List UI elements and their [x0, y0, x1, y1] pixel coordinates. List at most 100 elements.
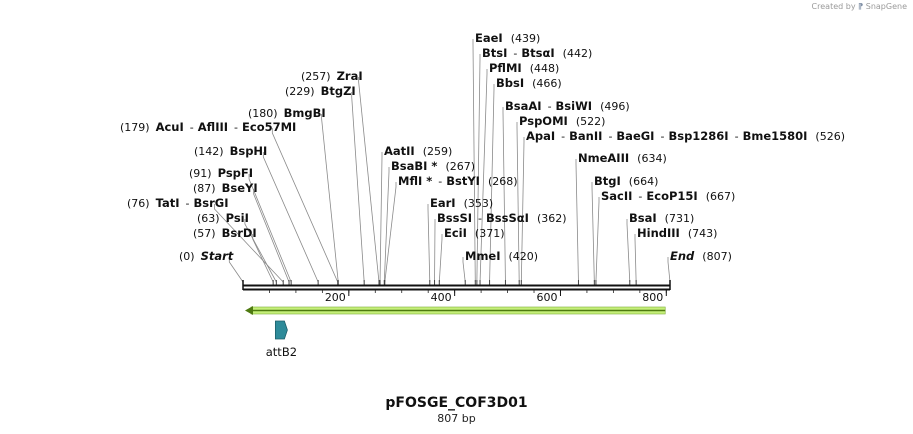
tick-label: 400 [431, 291, 452, 304]
site-position: - [513, 47, 517, 60]
leader-line-2 [244, 219, 277, 283]
leader-line-20 [479, 69, 488, 283]
site-position: (420) [509, 250, 539, 263]
site-position: (87) [193, 182, 216, 195]
enzyme-name: EcoP15I [646, 189, 697, 203]
enzyme-name: PflMI [489, 61, 522, 75]
enzyme-name: MmeI [465, 249, 501, 263]
site-label-30: End(807) [670, 249, 732, 263]
leader-lines [214, 39, 671, 285]
leader-line-26 [591, 182, 595, 283]
site-label-6: (142) BspHI [194, 144, 267, 158]
site-position: (466) [532, 77, 562, 90]
site-label-10: (257) ZraI [301, 69, 363, 83]
enzyme-name: BanII [569, 129, 602, 143]
site-position: (63) [197, 212, 220, 225]
site-label-12: BsaBI *(267) [391, 159, 475, 173]
site-label-9: (229) BtgZI [285, 84, 356, 98]
site-position: (268) [488, 175, 518, 188]
site-position: (353) [464, 197, 494, 210]
site-position: (257) [301, 70, 331, 83]
leader-line-19 [476, 54, 481, 283]
enzyme-name: BssSαI [486, 211, 529, 225]
site-label-16: EciI (371) [444, 226, 505, 240]
enzyme-name: BtgZI [321, 84, 356, 98]
site-position: (142) [194, 145, 224, 158]
feature-label: attB2 [266, 345, 297, 359]
enzyme-name: BtgI [594, 174, 621, 188]
site-position: (634) [637, 152, 667, 165]
site-label-19: BtsI-BtsαI(442) [482, 46, 592, 60]
enzyme-name: PspOMI [519, 114, 568, 128]
sequence-backbone [242, 280, 671, 291]
leader-line-23 [516, 122, 520, 283]
enzyme-name: Bme1580I [743, 129, 808, 143]
enzyme-name: BsaBI * [391, 159, 437, 173]
site-label-13: MflI *-BstYI(268) [398, 174, 518, 188]
site-position: - [548, 100, 552, 113]
site-label-24: ApaI-BanII-BaeGI-Bsp1286I-Bme1580I(526) [526, 129, 845, 143]
feature-arrow-icon [274, 320, 288, 340]
site-position: (439) [511, 32, 541, 45]
site-labels: (0)Start(57)BsrDI(63)PsiI(76)TatI-BsrGI(… [120, 31, 845, 263]
enzyme-name: MflI * [398, 174, 432, 188]
site-label-21: BbsI(466) [496, 76, 562, 90]
site-position: - [190, 121, 194, 134]
site-position: (259) [423, 145, 453, 158]
leader-line-10 [358, 77, 380, 283]
site-label-8: (180)BmgBI [248, 106, 326, 120]
orf-track [245, 306, 666, 315]
enzyme-name: BseYI [222, 181, 258, 195]
leader-line-7 [271, 128, 339, 283]
site-position: - [478, 212, 482, 225]
site-position: (442) [563, 47, 593, 60]
leader-line-21 [489, 84, 495, 283]
leader-line-28 [626, 219, 631, 283]
site-label-29: HindIII(743) [637, 226, 717, 240]
leader-line-30 [667, 257, 671, 283]
tick-label: 600 [536, 291, 557, 304]
site-label-26: BtgI (664) [594, 174, 658, 188]
enzyme-name: BmgBI [284, 106, 326, 120]
site-position: (664) [629, 175, 659, 188]
leader-line-11 [379, 152, 383, 283]
leader-line-24 [520, 137, 525, 283]
enzyme-name: AflIII [198, 120, 228, 134]
leader-line-8 [321, 114, 339, 283]
leader-line-5 [248, 174, 292, 283]
leader-line-22 [502, 107, 506, 283]
enzyme-name: BtsαI [521, 46, 554, 60]
site-position: (57) [193, 227, 216, 240]
site-label-28: BsaI(731) [629, 211, 694, 225]
site-position: - [561, 130, 565, 143]
enzyme-name: Bsp1286I [668, 129, 728, 143]
site-label-18: EaeI(439) [475, 31, 540, 45]
site-position: - [735, 130, 739, 143]
site-label-1: (57)BsrDI [193, 226, 257, 240]
enzyme-name: ZraI [337, 69, 363, 83]
site-position: - [438, 175, 442, 188]
enzyme-name: AcuI [156, 120, 184, 134]
leader-line-13 [384, 182, 397, 283]
site-position: - [608, 130, 612, 143]
site-label-22: BsaAI-BsiWI(496) [505, 99, 630, 113]
site-position: (371) [475, 227, 505, 240]
enzyme-name: BsaI [629, 211, 657, 225]
site-position: (179) [120, 121, 150, 134]
site-label-23: PspOMI(522) [519, 114, 605, 128]
site-position: (807) [702, 250, 732, 263]
leader-line-18 [472, 39, 476, 283]
enzyme-name: EciI [444, 226, 467, 240]
leader-line-3 [214, 204, 284, 283]
snapgene-logo-icon: ⁋ [858, 2, 864, 11]
map-subtitle: 807 bp [437, 412, 476, 425]
site-position: (229) [285, 85, 315, 98]
enzyme-name: BspHI [230, 144, 268, 158]
enzyme-name: PspFI [218, 166, 253, 180]
leader-line-17 [462, 257, 466, 283]
site-label-17: MmeI (420) [465, 249, 538, 263]
site-label-3: (76)TatI-BsrGI [127, 196, 228, 210]
enzyme-name: AatII [384, 144, 415, 158]
